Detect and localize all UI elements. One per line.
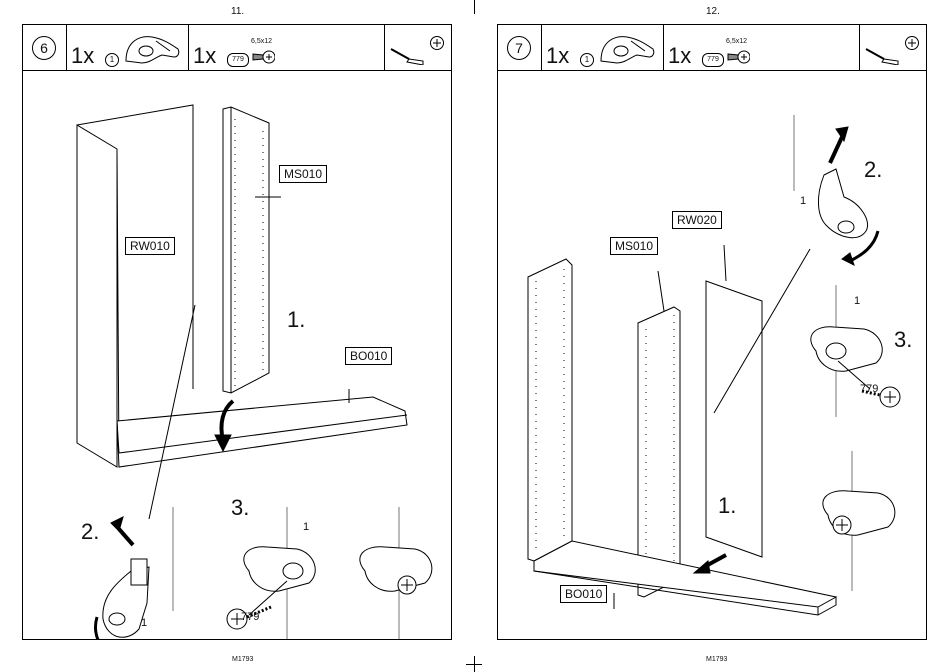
side-panel-left xyxy=(528,259,572,561)
screw-dimensions: 6,5x12 xyxy=(251,38,272,45)
part-label-ms010: MS010 xyxy=(610,237,658,255)
bracket-detail-step2 xyxy=(95,507,173,639)
base-board-bo010 xyxy=(117,397,407,467)
instruction-page-left: 6 1x 1 1x 779 6,5x12 xyxy=(22,24,452,640)
part-cell-screw: 1x 779 6,5x12 xyxy=(664,25,860,71)
leader-line xyxy=(149,305,195,519)
page-number: 11. xyxy=(231,6,244,17)
assembly-drawing xyxy=(498,71,926,639)
step-number: 6 xyxy=(32,36,56,60)
tools-cell xyxy=(860,25,926,71)
phillips-head-icon xyxy=(429,35,445,51)
part-callout: 1 xyxy=(303,521,309,533)
step-1-label: 1. xyxy=(287,307,305,333)
base-board-bo010 xyxy=(534,541,836,615)
tools-cell xyxy=(385,25,451,71)
part-quantity: 1x xyxy=(668,43,691,69)
part-cell-bracket: 1x 1 xyxy=(542,25,664,71)
step-1-label: 1. xyxy=(718,493,736,519)
step-number: 7 xyxy=(507,36,531,60)
part-label-bo010: BO010 xyxy=(560,585,607,603)
screwdriver-icon xyxy=(389,45,429,65)
part-quantity: 1x xyxy=(546,43,569,69)
middle-panel-ms010 xyxy=(223,107,269,393)
bracket-mounted-detail xyxy=(823,451,895,591)
screw-callout: 779 xyxy=(241,611,259,623)
step-2-label: 2. xyxy=(864,157,882,183)
step-cell: 7 xyxy=(498,25,542,71)
part-label-bo010: BO010 xyxy=(345,347,392,365)
part-ref: 779 xyxy=(227,53,249,67)
step-cell: 6 xyxy=(23,25,67,71)
parts-header: 7 1x 1 1x 779 6,5x12 xyxy=(498,25,926,71)
crop-mark xyxy=(466,664,482,665)
leader-line xyxy=(724,245,726,281)
screw-callout: 779 xyxy=(860,383,878,395)
part-ref: 1 xyxy=(580,53,594,67)
instruction-page-right: 7 1x 1 1x 779 6,5x12 xyxy=(497,24,927,640)
step-3-label: 3. xyxy=(894,327,912,353)
part-label-rw010: RW010 xyxy=(125,237,175,255)
phillips-head-icon xyxy=(904,35,920,51)
step-3-label: 3. xyxy=(231,495,249,521)
side-panel-rw010 xyxy=(77,105,193,467)
part-cell-screw: 1x 779 6,5x12 xyxy=(189,25,385,71)
parts-header: 6 1x 1 1x 779 6,5x12 xyxy=(23,25,451,71)
part-ref: 779 xyxy=(702,53,724,67)
middle-panel-ms010 xyxy=(638,307,680,597)
page-number: 12. xyxy=(706,6,720,17)
bracket-mounted-detail xyxy=(360,507,432,639)
screw-icon xyxy=(726,49,750,65)
part-callout: 1 xyxy=(141,617,147,629)
part-ref: 1 xyxy=(105,53,119,67)
part-quantity: 1x xyxy=(193,43,216,69)
footer-code: M1793 xyxy=(706,656,727,663)
part-quantity: 1x xyxy=(71,43,94,69)
screwdriver-icon xyxy=(864,45,904,65)
screw-dimensions: 6,5x12 xyxy=(726,38,747,45)
crop-mark xyxy=(474,0,475,14)
part-label-rw020: RW020 xyxy=(672,211,722,229)
step-2-label: 2. xyxy=(81,519,99,545)
part-callout: 1 xyxy=(854,295,860,307)
bracket-detail-step2 xyxy=(794,115,878,265)
part-callout: 1 xyxy=(800,195,806,207)
bracket-icon xyxy=(597,31,659,67)
part-cell-bracket: 1x 1 xyxy=(67,25,189,71)
footer-code: M1793 xyxy=(232,656,253,663)
screw-icon xyxy=(251,49,275,65)
bracket-icon xyxy=(122,31,184,67)
leader-line xyxy=(658,271,664,311)
part-label-ms010: MS010 xyxy=(279,165,327,183)
